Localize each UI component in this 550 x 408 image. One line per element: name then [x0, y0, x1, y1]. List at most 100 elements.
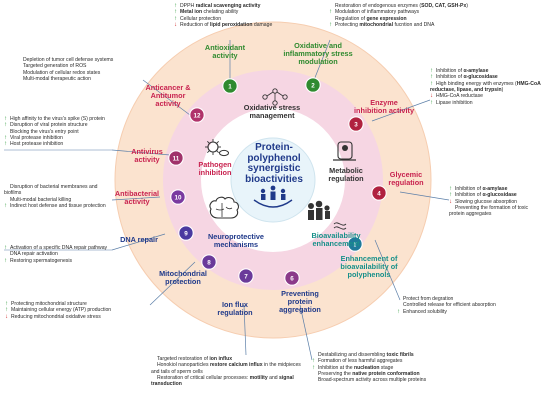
callout-text: Multi-modal bacterial killing: [10, 196, 72, 203]
callout-item: ↓HMG-CoA reductase: [430, 93, 544, 99]
callout-text: Depletion of tumor cell defense systems: [23, 57, 114, 63]
arrow-up-icon: ↑: [4, 202, 7, 209]
callout-bold-text: Metal ion: [180, 9, 203, 16]
molecule-bond: [276, 91, 284, 97]
node-circle-3: [348, 116, 364, 132]
arrow-up-icon: ↑: [430, 74, 433, 81]
node-label-5: Enhancement of bioavailability of polyph…: [340, 254, 398, 280]
callout-item: ↑High affinity to the virus's spike (S) …: [4, 116, 112, 122]
callout-item: ↓Reduction of lipid peroxidation damage: [174, 22, 274, 28]
callout-text-after: ): [466, 3, 468, 9]
arrow-up-icon: ↑: [4, 257, 7, 264]
callout-text: Preserving the: [318, 370, 353, 377]
callout-line-12: [142, 79, 191, 116]
node-circle-9: [178, 225, 194, 241]
inner-label-bioavailability: Bioavailability enhancement: [311, 231, 361, 249]
callout-item: Targeted generation of ROS: [17, 63, 143, 69]
node-number-8: 8: [207, 259, 211, 266]
callout-text: Maintaining cellular energy (ATP) produc…: [11, 307, 112, 314]
arrow-up-icon: ↑: [4, 116, 7, 122]
arrow-up-icon: ↑: [312, 364, 315, 371]
node-number-10: 10: [174, 194, 182, 201]
callout-item: ↑Inhibition of α-glucosidase: [449, 192, 545, 198]
node-label-6: Preventing protein aggregation: [279, 289, 321, 315]
callout-text: Restoration of critical cellular process…: [157, 374, 250, 381]
node-circle-10: [170, 189, 186, 205]
callout-text-after: chelating ability: [202, 9, 239, 16]
virus-spike: [207, 150, 210, 153]
callout-box-8: ↑Protecting mitochondrial structure↑Main…: [5, 301, 185, 320]
callout-bold-text: α-glucosidase: [482, 192, 517, 199]
bacteria-microscope-icon: [333, 141, 356, 161]
callout-text: High binding energy with enzymes (: [436, 80, 517, 87]
brain-icon: [209, 196, 239, 219]
callout-item: Restoration of critical cellular process…: [151, 375, 303, 388]
callout-box-2: Restoration of endogenous enzymes (SOD, …: [329, 3, 545, 28]
callout-line-9: [111, 233, 166, 251]
node-label-11: Antivirus activity: [131, 147, 163, 165]
callout-bold-text: nucleation: [353, 364, 380, 371]
callout-box-10: Disruption of bacterial membranes and bi…: [4, 184, 112, 209]
callout-text: DPPH: [180, 3, 196, 9]
diagram-rings: [114, 21, 432, 339]
callout-item: Destabilizing and dissembling toxic fibr…: [312, 352, 462, 358]
callout-item: ↑Restoring spermatogenesis: [4, 258, 112, 264]
brain-outline: [209, 196, 239, 219]
person-head: [324, 205, 330, 211]
callout-bold-text: toxic fibrils: [386, 352, 414, 358]
node-circle-1: [222, 78, 238, 94]
callout-text: Multi-modal therapeutic action: [23, 75, 91, 82]
callout-item: Preserving the native protein conformati…: [312, 371, 462, 377]
arrow-up-icon: ↑: [5, 301, 8, 307]
arrow-up-icon: ↑: [449, 186, 452, 192]
callout-text: Cellular protection: [180, 15, 222, 22]
arrow-up-icon: ↑: [312, 358, 315, 365]
callout-text: Inhibition at the: [318, 364, 354, 371]
virus-bacteria-icon: [205, 139, 229, 157]
callout-text: Protect from degration: [403, 296, 454, 302]
callout-box-9: ↑Activation of a specific DNA repair pat…: [4, 245, 112, 264]
arrow-up-icon: ↑: [174, 3, 177, 9]
callout-box-6: Destabilizing and dissembling toxic fibr…: [312, 352, 462, 384]
arrow-up-icon: ↑: [4, 122, 7, 129]
person-body: [308, 210, 314, 220]
arrow-up-icon: ↑: [430, 99, 433, 106]
callout-bold-text: mitochondrial: [359, 21, 394, 28]
callout-item: ↑Cellular protection: [174, 16, 274, 22]
callout-text: Restoration of endogenous enzymes (: [335, 3, 422, 9]
virus-spike: [207, 141, 210, 144]
callout-bold-text: gene expression: [366, 15, 407, 22]
callout-item: Disruption of bacterial membranes and bi…: [4, 184, 112, 197]
callout-text: Modulation of inflammatory pathways: [335, 9, 420, 16]
callout-item: ↑Activation of a specific DNA repair pat…: [4, 245, 112, 251]
callout-item: ↑Inhibition of α-glucosidase: [430, 74, 544, 80]
callout-item: ↑Formation of less harmful aggregates: [312, 358, 462, 364]
node-number-2: 2: [311, 82, 315, 89]
callout-lines: [4, 39, 450, 361]
family-dna-icon: [308, 200, 347, 230]
microscope-body: [337, 141, 353, 160]
node-label-4: Glycemic regulation: [388, 170, 424, 188]
node-label-12: Anticancer & Antitumor activity: [145, 83, 191, 109]
callout-item: ↑Enhanced solubility: [397, 309, 547, 315]
callout-item: DNA repair activation: [4, 251, 112, 257]
callout-text: Modulation of cellular redox states: [23, 69, 101, 76]
callout-item: ↑Disruption of viral protein structure: [4, 122, 112, 128]
node-circle-7: [238, 268, 254, 284]
callout-text-after: and: [267, 374, 280, 381]
callout-text-after: stage: [379, 364, 394, 371]
node-circle-5: [347, 236, 363, 252]
center-title: Protein-polyphenol synergistic bioactivi…: [245, 142, 303, 185]
callout-item: Honokiol nanoparticles restore calcium i…: [151, 362, 303, 375]
callout-item: ↑Inhibition of α-amylase: [430, 68, 544, 74]
person-body: [281, 194, 286, 200]
callout-text-after: in the midpieces and tails of sperm cell…: [151, 362, 301, 375]
callout-text: Reduction of: [180, 21, 211, 28]
person-head: [308, 203, 314, 209]
callout-box-1: ↑DPPH radical scavenging activity↑Metal …: [174, 3, 274, 28]
arrow-up-icon: ↑: [329, 21, 332, 28]
callout-bold-text: motility: [249, 374, 268, 381]
node-circle-2: [305, 77, 321, 93]
